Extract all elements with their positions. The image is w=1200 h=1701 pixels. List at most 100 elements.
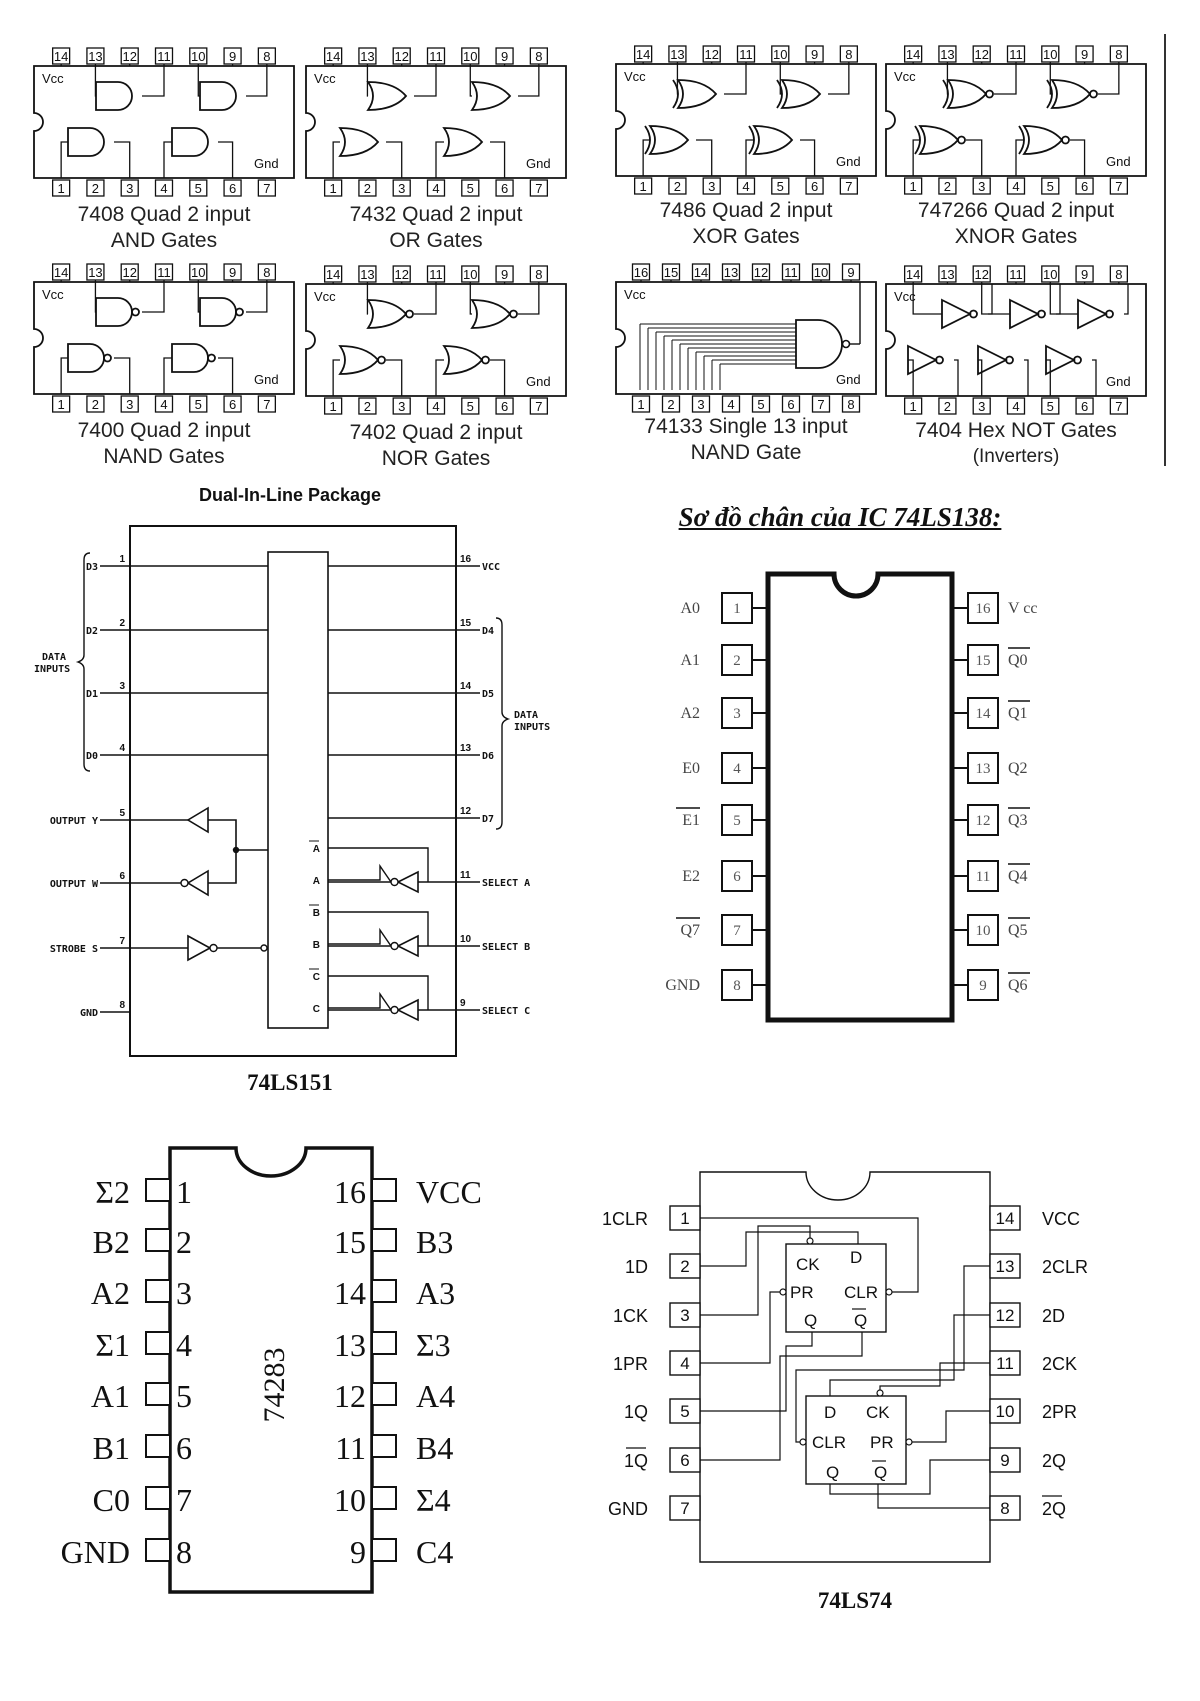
pin-box <box>989 1447 1021 1473</box>
pin-number: 11 <box>157 49 171 64</box>
pin-number: 8 <box>535 49 542 64</box>
pin-number: 3 <box>978 179 985 194</box>
pin-box <box>51 395 71 413</box>
vcc-label: Vcc <box>894 289 916 304</box>
pin-number: 1 <box>640 179 647 194</box>
pin-number: 1 <box>176 1174 192 1210</box>
pin-number: 2 <box>674 179 681 194</box>
pin-label: Q5 <box>1008 922 1028 939</box>
gate-body <box>1022 125 1064 155</box>
pin-box <box>736 177 756 195</box>
pin-label: SELECT C <box>482 1006 530 1017</box>
pin-box <box>145 1279 171 1303</box>
ff2-qbar: Q <box>874 1463 887 1482</box>
caption-line-2: AND Gates <box>110 229 218 252</box>
select-internal-label: C <box>313 1004 320 1015</box>
pin-number: 12 <box>394 49 408 64</box>
pin-number: 14 <box>996 1209 1015 1228</box>
pin-box <box>721 752 753 784</box>
pin-number: 3 <box>697 397 704 412</box>
pin-box <box>989 1350 1021 1376</box>
clr-bubble <box>799 1438 807 1446</box>
pin-number: 2 <box>364 181 371 196</box>
pin-box <box>392 397 411 415</box>
and-gate-symbol <box>199 81 237 111</box>
pin-number: 11 <box>157 265 171 280</box>
pin-number: 3 <box>733 706 741 722</box>
pin-number: 12 <box>460 806 472 817</box>
vcc-label: Vcc <box>42 71 64 86</box>
ic74283-body <box>168 1146 374 1594</box>
caption-line-2: NAND Gates <box>103 445 225 468</box>
pin-number: 11 <box>335 1430 366 1466</box>
pin-box <box>426 397 446 415</box>
inversion-bubble <box>509 309 518 319</box>
pin-number: 2 <box>119 618 125 629</box>
pin-box <box>669 1253 701 1279</box>
pin-number: 6 <box>811 179 818 194</box>
pin-label: E1 <box>682 812 700 829</box>
pin-box <box>154 179 174 197</box>
pin-number: 4 <box>680 1354 689 1373</box>
pin-number: 5 <box>119 808 125 819</box>
pin-box <box>967 697 999 729</box>
pin-box <box>1041 177 1060 195</box>
gate-body <box>648 125 690 155</box>
wire <box>94 66 97 97</box>
caption-line-2: XOR Gates <box>692 225 800 248</box>
pin-label: V cc <box>1008 600 1037 617</box>
pin-label: A3 <box>416 1275 455 1311</box>
pin-number: 2 <box>944 399 951 414</box>
pin-number: 5 <box>467 399 474 414</box>
wire <box>676 64 679 95</box>
pin-number: 3 <box>680 1306 689 1325</box>
pin-number: 6 <box>501 181 508 196</box>
wire <box>246 66 268 97</box>
wire <box>696 139 713 176</box>
pin-number: 5 <box>467 181 474 196</box>
ff1-pr: PR <box>790 1283 814 1302</box>
pin-number: 14 <box>906 267 920 282</box>
pin-box <box>691 395 711 413</box>
pin-number: 4 <box>119 743 125 754</box>
wire <box>163 141 172 178</box>
pin-box <box>1075 177 1094 195</box>
pin-label: Σ3 <box>416 1327 451 1363</box>
pin-label: D2 <box>86 626 98 637</box>
chip-label: 74283 <box>258 1348 291 1423</box>
wire <box>490 359 506 396</box>
pin-box <box>461 397 480 415</box>
pin-label: E2 <box>682 868 700 885</box>
wire <box>386 141 403 178</box>
pin-number: 7 <box>817 397 824 412</box>
pin-box <box>967 644 999 676</box>
select-wire <box>328 975 429 1010</box>
pin-label: 1D <box>625 1257 648 1277</box>
pin-label: Σ4 <box>416 1482 451 1518</box>
wire <box>366 66 369 97</box>
pin-number: 15 <box>976 653 991 669</box>
pin-label: STROBE S <box>50 944 98 955</box>
and-gate-symbol <box>95 297 140 327</box>
pin-number: 11 <box>739 47 753 62</box>
ls151-caption: 74LS151 <box>247 1070 333 1095</box>
pin-number: 3 <box>119 681 125 692</box>
pin-number: 11 <box>996 1354 1014 1373</box>
pin-number: 2 <box>667 397 674 412</box>
pin-label: GND <box>80 1008 98 1019</box>
pin-number: 6 <box>787 397 794 412</box>
pin-label: 1Q <box>624 1402 648 1422</box>
pin-number: 13 <box>940 47 954 62</box>
pin-label: B4 <box>416 1430 453 1466</box>
pin-number: 8 <box>1115 267 1122 282</box>
vcc-label: Vcc <box>624 287 646 302</box>
pin-number: 12 <box>704 47 718 62</box>
select-internal-label: B <box>313 908 320 919</box>
pin-box <box>1041 397 1060 415</box>
gate-body <box>946 79 988 109</box>
pin-number: 5 <box>1047 399 1054 414</box>
pin-number: 7 <box>535 181 542 196</box>
